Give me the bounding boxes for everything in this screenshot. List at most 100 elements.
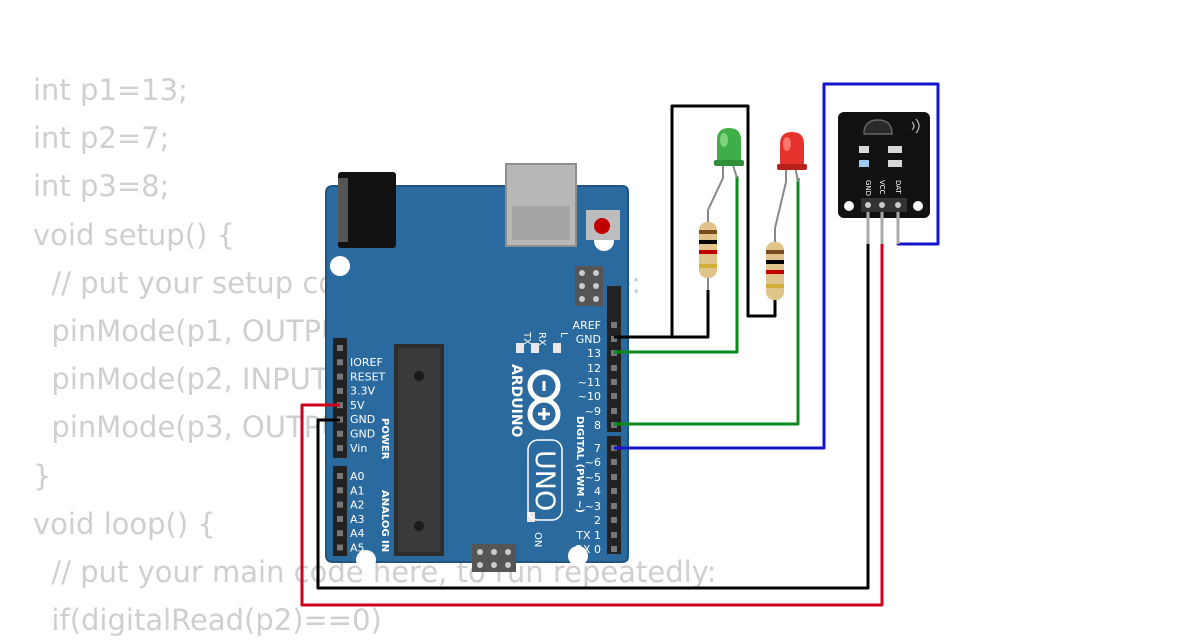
digital-pin-socket (611, 488, 617, 494)
digital-pin-label: RX 0 (575, 543, 601, 556)
usb-port (505, 163, 577, 247)
power-pin-socket (337, 445, 343, 452)
power-pin-socket (337, 345, 343, 351)
reset-button (586, 210, 620, 240)
analog-pin-label: A4 (350, 527, 365, 540)
power-pin-label: RESET (350, 370, 386, 383)
power-pin-socket (337, 387, 343, 394)
mounting-hole (356, 550, 376, 570)
analog-pin-socket (337, 544, 343, 551)
digital-pin-label: TX 1 (575, 529, 601, 542)
on-label: ON (532, 532, 543, 547)
digital-pin-socket (611, 322, 617, 328)
red-led (777, 132, 807, 183)
wire-5v-sensor-vcc (300, 210, 884, 607)
digital-pin-socket (611, 379, 617, 385)
power-pin-label: 3.3V (350, 385, 375, 398)
analog-pin-socket (337, 501, 343, 508)
mounting-hole (330, 256, 350, 276)
code-line: void setup() { (33, 217, 235, 252)
circuit-diagram: TX RX L ON ARDUINO UNO IOREFRESET3.3V5VG… (300, 82, 940, 607)
power-pin-label: 5V (350, 399, 365, 412)
code-line: int p2=7; (33, 121, 170, 156)
power-header-title: POWER (379, 418, 390, 460)
analog-pin-label: A5 (350, 542, 365, 555)
power-header (333, 338, 347, 458)
power-pin-socket (337, 359, 343, 366)
sensor-module (838, 112, 930, 244)
digital-header (607, 286, 621, 554)
wire-ground-red-led (614, 104, 777, 339)
wire-ground-sensor-gnd (316, 210, 870, 590)
digital-pin-socket (611, 459, 617, 465)
wire-pin8-red-led (614, 178, 800, 426)
digital-pin-label: 12 (587, 362, 601, 375)
digital-pin-label: 7 (594, 442, 601, 455)
analog-pin-socket (337, 487, 343, 494)
icsp-header (575, 266, 603, 306)
resistor-green-led (699, 177, 724, 290)
mounting-hole (844, 201, 854, 211)
digital-pin-socket (611, 336, 617, 342)
analog-pin-socket (337, 515, 343, 522)
power-pin-socket (337, 430, 343, 437)
analog-header (333, 466, 347, 556)
analog-pin-label: A2 (350, 499, 365, 512)
green-led (714, 128, 744, 179)
l-label: L (558, 332, 569, 338)
code-line: int p1=13; (33, 73, 188, 107)
power-pin-socket (337, 373, 343, 380)
digital-pin-socket (611, 517, 617, 523)
digital-header-title: DIGITAL (PWM ~) (574, 416, 585, 513)
wire-pin13-green-led (614, 176, 739, 354)
digital-pin-socket (611, 474, 617, 480)
power-jack (338, 172, 396, 248)
digital-pin-socket (611, 365, 617, 371)
digital-pin-label: AREF (573, 319, 601, 332)
rx-led (531, 343, 539, 353)
mounting-hole (913, 201, 923, 211)
power-pin-label: GND (350, 413, 375, 426)
digital-pin-socket (611, 408, 617, 414)
sensor-pin-label: GND (864, 180, 872, 196)
digital-pin-label: 2 (594, 514, 601, 527)
digital-pin-label: ~11 (578, 376, 601, 389)
digital-pin-socket (611, 532, 617, 538)
tx-led (516, 343, 524, 353)
analog-pin-socket (337, 473, 343, 479)
signal-icon (911, 118, 920, 134)
power-pin-label: GND (350, 428, 375, 441)
analog-pin-sockets (337, 473, 343, 551)
digital-pin-label: 8 (594, 419, 601, 432)
digital-pin-socket (611, 393, 617, 399)
resistor-red-led (766, 181, 787, 300)
analog-pin-socket (337, 530, 343, 537)
model-label: UNO (529, 450, 560, 511)
mounting-hole (568, 546, 588, 566)
microcontroller-chip (394, 344, 444, 556)
sensor-dome (863, 119, 893, 135)
digital-pin-socket (611, 546, 617, 552)
rx-label: RX (536, 332, 547, 346)
sensor-pin-label: DAT (894, 180, 902, 195)
digital-pin-label: ~3 (585, 500, 601, 513)
analog-pin-label: A3 (350, 513, 365, 526)
digital-pin-socket (611, 503, 617, 509)
power-pin-label: Vin (350, 442, 367, 455)
digital-pin-label: ~6 (585, 456, 601, 469)
tx-label: TX (521, 331, 532, 345)
digital-pin-label: ~5 (585, 471, 601, 484)
wire-ground-green-led (614, 290, 710, 339)
digital-pin-label: 4 (594, 485, 601, 498)
code-line: void loop() { (33, 506, 216, 541)
digital-pin-label: ~10 (578, 390, 601, 403)
arduino-uno-board: TX RX L ON ARDUINO UNO IOREFRESET3.3V5VG… (325, 163, 629, 572)
code-line: } (33, 458, 52, 493)
digital-pin-label: GND (576, 333, 601, 346)
arduino-logo-icon (527, 369, 561, 431)
code-line: int p3=8; (33, 169, 170, 204)
